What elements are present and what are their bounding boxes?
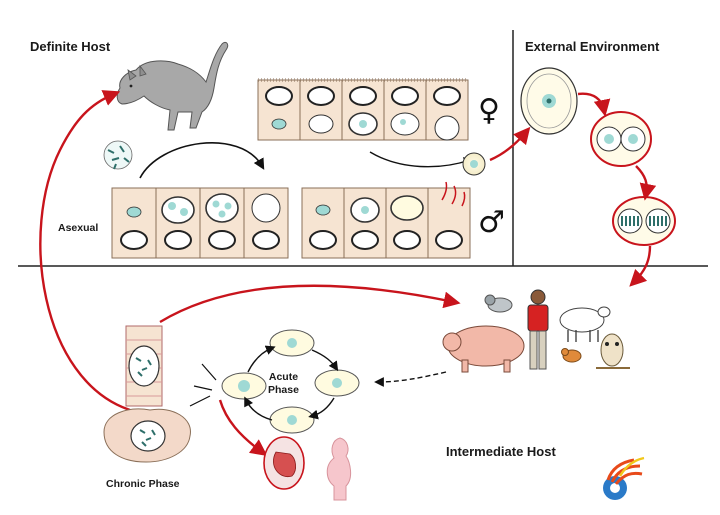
pregnant-woman-icon: [326, 437, 352, 501]
external-environment-label: External Environment: [525, 39, 660, 54]
epithelium-top-row: [257, 78, 469, 141]
fetus-icon: [263, 436, 305, 490]
arrow-from-intermediate-host: [374, 371, 447, 387]
intermediate-host-label: Intermediate Host: [446, 444, 556, 459]
epithelium-asexual-row: [111, 187, 289, 259]
cat-icon: [116, 41, 229, 131]
arrow-to-fetus: [218, 399, 268, 456]
merozoite-cluster: [103, 140, 133, 170]
sporulated-oocyst: [612, 196, 676, 246]
acute-phase-label: Acute Phase: [268, 371, 299, 396]
arrow-to-environment: [489, 126, 531, 162]
arrow-sporulation-1: [577, 92, 611, 117]
asexual-label: Asexual: [58, 222, 99, 234]
acute-phase-cycle: [189, 329, 360, 434]
arrow-tissue-cyst-to-intermediate: [159, 284, 461, 324]
released-oocyst: [462, 152, 486, 176]
pigeon-icon: [484, 294, 513, 313]
arrow-to-intermediate-hosts: [629, 245, 652, 287]
brain-tissue-cyst: [103, 408, 191, 463]
arrow-to-definite-host: [39, 90, 131, 412]
chronic-phase-label: Chronic Phase: [106, 478, 180, 490]
muscle-tissue-cyst: [125, 325, 163, 407]
rodent-icon: [561, 348, 582, 363]
human-icon: [527, 289, 549, 370]
sporulating-oocyst: [590, 111, 652, 167]
epithelium-male-row: [301, 181, 471, 259]
owl-icon: [596, 333, 630, 369]
logo-icon: [603, 456, 645, 500]
definite-host-label: Definite Host: [30, 39, 111, 54]
pig-icon: [442, 325, 525, 373]
unsporulated-oocyst: [520, 67, 578, 135]
male-symbol: ♂: [478, 205, 505, 240]
asexual-cycle-arrow: [139, 142, 265, 179]
arrow-sporulation-2: [635, 165, 657, 201]
sexual-progression-arrow: [369, 151, 474, 168]
sheep-icon: [559, 306, 611, 342]
female-symbol: ♀: [478, 93, 500, 128]
